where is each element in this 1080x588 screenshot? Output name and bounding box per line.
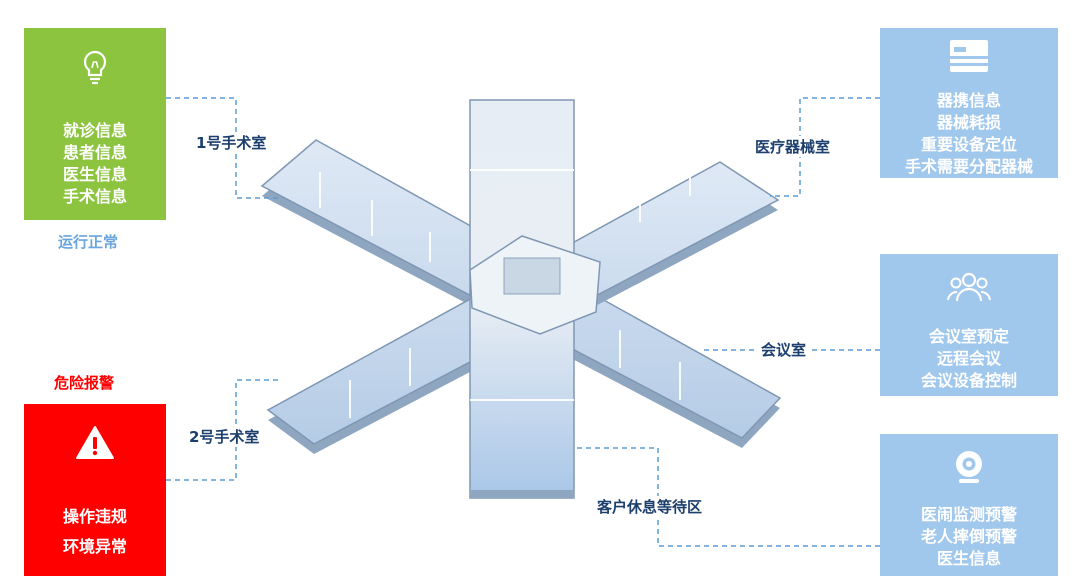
room-partitions	[319, 160, 691, 418]
info-card-green: 就诊信息 患者信息 医生信息 手术信息	[24, 28, 166, 220]
card-line: 医生信息	[936, 549, 1001, 568]
info-card-device: 器携信息 器械耗损 重要设备定位 手术需要分配器械	[880, 28, 1058, 178]
card-line: 器携信息	[936, 91, 1001, 110]
card-line: 远程会议	[936, 349, 1001, 368]
status-normal-label: 运行正常	[58, 233, 119, 251]
lightbulb-icon	[72, 44, 118, 90]
info-card-red: 操作违规 环境异常	[24, 404, 166, 576]
card-line: 重要设备定位	[920, 135, 1017, 154]
card-icon	[946, 36, 992, 76]
card-line: 就诊信息	[62, 121, 127, 140]
info-card-monitor: 医闹监测预警 老人摔倒预警 医生信息	[880, 434, 1058, 576]
central-hub	[469, 235, 601, 335]
room-label-device-room: 医疗器械室	[752, 136, 834, 157]
warning-icon	[72, 420, 118, 466]
card-line: 患者信息	[62, 143, 127, 162]
camera-icon	[946, 444, 992, 490]
card-line: 环境异常	[62, 537, 127, 556]
card-line: 手术信息	[62, 187, 127, 206]
card-line: 会议设备控制	[920, 371, 1017, 390]
card-line: 手术需要分配器械	[904, 157, 1033, 176]
card-line: 老人摔倒预警	[920, 527, 1017, 546]
room-label-waiting-area: 客户休息等待区	[594, 496, 706, 517]
info-card-red-lines: 操作违规 环境异常	[63, 502, 127, 562]
card-line: 操作违规	[62, 507, 127, 526]
room-label-meeting-room: 会议室	[758, 339, 810, 360]
users-icon	[946, 264, 992, 310]
room-label-or1: 1号手术室	[193, 132, 270, 153]
info-card-green-lines: 就诊信息 患者信息 医生信息 手术信息	[63, 120, 127, 208]
status-danger-label: 危险报警	[54, 374, 115, 392]
info-card-monitor-lines: 医闹监测预警 老人摔倒预警 医生信息	[921, 504, 1017, 570]
room-label-or2: 2号手术室	[186, 426, 263, 447]
card-line: 器械耗损	[936, 113, 1001, 132]
card-line: 医生信息	[62, 165, 127, 184]
info-card-meeting: 会议室预定 远程会议 会议设备控制	[880, 254, 1058, 396]
info-card-device-lines: 器携信息 器械耗损 重要设备定位 手术需要分配器械	[905, 90, 1033, 178]
info-card-meeting-lines: 会议室预定 远程会议 会议设备控制	[921, 326, 1017, 392]
card-line: 会议室预定	[928, 327, 1009, 346]
card-line: 医闹监测预警	[920, 505, 1017, 524]
